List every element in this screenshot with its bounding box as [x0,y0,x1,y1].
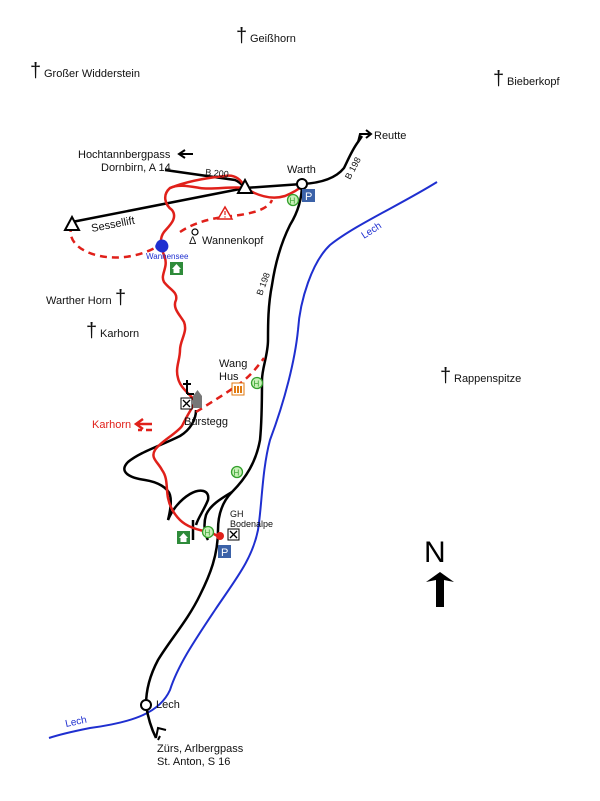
lift-station-bottom-icon [63,214,81,231]
trail-dashed-wannenkopf [179,199,274,234]
hotel-wang-icon [231,382,245,396]
svg-text:H: H [205,529,211,538]
bus-stop-mid-icon: H [230,465,244,479]
river-lech [48,181,438,739]
town-warth-icon [296,178,308,190]
place-hochtannbergpass: Hochtannbergpass [78,149,171,161]
trail-dashed-wang [195,357,265,414]
bus-stop-wang-icon: H [250,376,264,390]
peak-cross-icon: † [440,365,451,387]
peak-karhorn: Karhorn [100,328,139,340]
parking-bodenalpe-icon: P [218,545,231,559]
trailhead-marker-icon [216,532,224,540]
trail-upper-loop [169,174,247,190]
place-bodenalpe: Bodenalpe [230,519,273,529]
peak-cross-icon: † [236,25,247,47]
place-gh: GH [230,509,244,519]
place-reutte: Reutte [374,130,406,142]
place-buerstegg: Bürstegg [184,416,228,428]
route-karhorn: Karhorn [92,419,131,431]
hut-bodenalpe-icon [177,531,190,544]
peak-grosser-widderstein: Großer Widderstein [44,68,140,80]
peak-cross-icon: † [30,60,41,82]
summit-triangle-icon: Δ [189,235,197,247]
road-label-b198-main: B 198 [254,271,271,297]
arrow-hochtannbergpass-icon [177,149,193,159]
svg-text:P: P [221,547,228,559]
hut-wannensee-icon [170,262,183,275]
road-label-b200: B 200 [205,167,229,179]
north-arrow-icon [426,572,454,607]
chapel-icon [193,390,202,408]
svg-text:P: P [305,191,312,203]
lake-wannensee-icon [155,239,169,253]
peak-cross-icon: † [86,320,97,342]
trail-dashed-sessellift [69,224,161,259]
peak-cross-icon: † [115,287,126,309]
road-buerstegg [123,409,210,526]
sessellift-line [71,186,246,224]
place-st-anton: St. Anton, S 16 [157,756,230,768]
north-label: N [424,536,446,569]
peak-cross-icon: † [493,68,504,90]
place-wannensee: Wannensee [146,252,189,261]
road-b198-main [144,183,304,706]
church-cross-icon [183,380,194,395]
river-label-south: Lech [64,715,88,730]
restaurant-buerstegg-icon [180,397,193,410]
svg-text:H: H [234,469,240,478]
place-wang: Wang [219,358,247,370]
town-lech-icon [140,699,152,711]
restaurant-bodenalpe-icon [227,528,240,541]
bus-stop-bodenalpe-icon: H [201,525,215,539]
peak-bieberkopf: Bieberkopf [507,76,561,88]
place-warth: Warth [287,164,316,176]
place-hus: Hus [219,371,239,383]
bus-stop-warth-icon: H [286,193,300,207]
peak-rappenspitze: Rappenspitze [454,373,521,385]
peak-geisshorn: Geißhorn [250,33,296,45]
place-zuers: Zürs, Arlbergpass [157,743,244,755]
peak-wannenkopf: Wannenkopf [202,235,264,247]
svg-text:H: H [290,197,296,206]
parking-warth-icon: P [302,189,315,203]
peak-warther-horn: Warther Horn [46,295,112,307]
place-lech: Lech [156,699,180,711]
svg-text:H: H [254,380,260,389]
arrow-reutte-icon [357,129,373,143]
road-b198-north [301,135,364,186]
lift-station-top-icon [236,177,254,194]
trail-karhorn-arrow [133,417,152,431]
arrow-zuers-icon [155,726,167,741]
summit-marker-icon [191,228,199,236]
place-dornbirn: Dornbirn, A 14 [101,162,171,174]
road-label-b198-north: B 198 [343,155,363,180]
trail-warth-link [244,185,303,199]
